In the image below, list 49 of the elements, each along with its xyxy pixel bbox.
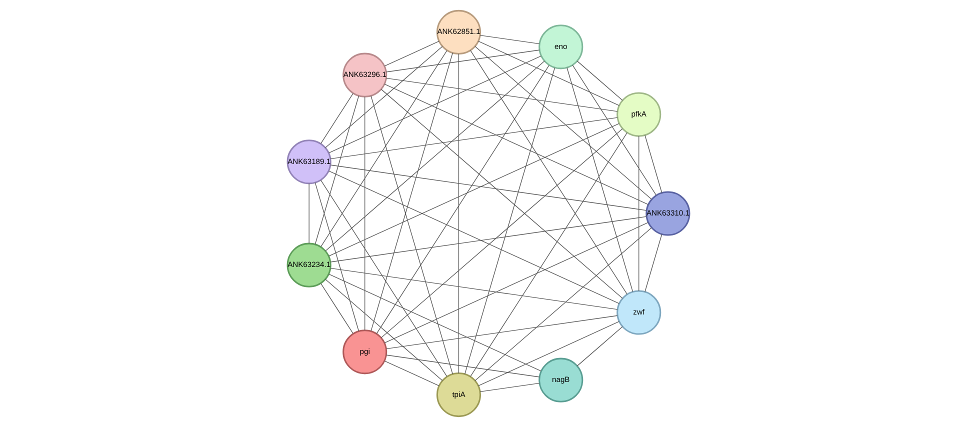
connector: [328, 56, 542, 154]
connector: [385, 50, 540, 72]
connector: [479, 382, 540, 392]
connector: [380, 88, 622, 299]
connector: [328, 170, 620, 304]
connector: [644, 234, 662, 292]
connector: [370, 95, 452, 374]
connector: [644, 134, 662, 194]
connector: [384, 360, 439, 386]
connector: [470, 50, 628, 295]
connector: [566, 67, 633, 292]
connector: [474, 46, 652, 200]
connector: [464, 67, 555, 374]
connector: [320, 282, 354, 334]
connector: [314, 182, 359, 332]
connector: [330, 268, 618, 310]
connector: [320, 92, 354, 144]
connector: [477, 321, 620, 386]
connector: [384, 84, 648, 205]
connector: [380, 128, 622, 338]
connector: [638, 136, 639, 292]
connector: [330, 117, 618, 160]
connector: [324, 46, 442, 148]
connector: [385, 354, 540, 378]
connector: [470, 132, 628, 377]
connector: [385, 315, 618, 350]
connector: [384, 40, 439, 66]
connector: [324, 60, 544, 252]
connector: [376, 64, 549, 334]
connector: [370, 52, 452, 332]
connector: [384, 222, 648, 344]
connector: [364, 96, 365, 331]
connector: [320, 50, 447, 248]
connector: [314, 95, 359, 245]
connector: [308, 183, 309, 244]
connector: [572, 64, 656, 196]
connector: [479, 34, 540, 44]
connector: [330, 164, 646, 211]
connector: [386, 78, 618, 112]
connector: [320, 180, 447, 377]
connector: [458, 54, 459, 374]
connector: [474, 227, 652, 381]
connector: [478, 40, 620, 106]
connector: [330, 216, 646, 262]
connector: [576, 60, 622, 101]
connector: [576, 326, 622, 366]
connector: [328, 274, 541, 372]
connector: [324, 278, 442, 382]
connector: [328, 123, 619, 256]
